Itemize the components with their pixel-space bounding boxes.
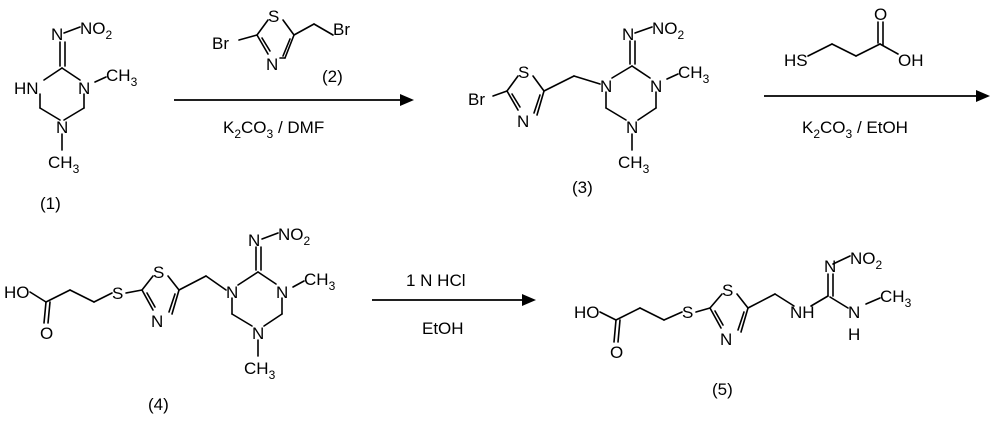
c1-methyl-bottom: CH3 (48, 153, 80, 176)
c4-thiazole-nitrogen: N (151, 312, 163, 331)
compound-3-label: (3) (572, 178, 593, 197)
c3-methyl-bottom: CH3 (618, 153, 650, 176)
c4-nitro-group: NO2 (278, 225, 311, 248)
c3-ring-nitrogen-bottom: N (626, 118, 638, 137)
reagent-hs: HS (784, 51, 808, 70)
c2-bromine-chain: Br (333, 20, 350, 39)
c3-sulfur: S (518, 63, 529, 82)
c5-methyl: CH3 (880, 287, 912, 310)
arrow-3-reagent-above: 1 N HCl (406, 271, 466, 290)
compound-3: S N Br N N N N NO2 CH3 CH3 (3) (468, 19, 710, 197)
c1-ring-nh: HN (14, 79, 39, 98)
c5-thioether-sulfur: S (682, 303, 693, 322)
compound-2-label: (2) (322, 67, 343, 86)
c3-ring-nitrogen-left: N (600, 77, 612, 96)
c5-nitro-group: NO2 (850, 249, 883, 272)
reaction-arrow-2: K2CO3 / EtOH (764, 90, 990, 141)
c3-ring-nitrogen-right: N (650, 77, 662, 96)
c4-ring-nitrogen-right: N (276, 283, 288, 302)
reaction-arrow-1: K2CO3 / DMF (174, 94, 414, 141)
c1-nitro-group: NO2 (80, 19, 113, 42)
c1-nitro-nitrogen: N (51, 25, 63, 44)
c4-ring-nitrogen-left: N (226, 283, 238, 302)
c5-hydroxyl: HO (574, 303, 600, 322)
reaction-arrow-3: 1 N HCl EtOH (372, 271, 536, 338)
c3-nitro-nitrogen: N (622, 25, 634, 44)
c4-ring-nitrogen-bottom: N (252, 324, 264, 343)
c5-thiazole-sulfur: S (722, 281, 733, 300)
arrow-1-reagent: K2CO3 / DMF (223, 118, 324, 141)
c4-thioether-sulfur: S (112, 284, 123, 303)
compound-4: HO O S S N N N N N NO2 CH3 CH3 (4) (4, 225, 336, 414)
compound-2: S N Br Br (2) (212, 7, 350, 86)
c5-nh-right-h: H (848, 325, 860, 344)
c3-thiazole-nitrogen: N (517, 112, 529, 131)
c4-methyl-right: CH3 (304, 270, 336, 293)
arrow-3-reagent-below: EtOH (422, 319, 464, 338)
c4-nitro-nitrogen: N (248, 231, 260, 250)
compound-1-label: (1) (40, 194, 61, 213)
c1-ring-nitrogen-right: N (78, 79, 90, 98)
c5-carbonyl-oxygen: O (610, 343, 623, 362)
c5-nh-left: NH (790, 303, 815, 322)
c1-methyl-right: CH3 (106, 66, 138, 89)
c5-imine-nitrogen: N (824, 257, 836, 276)
c4-hydroxyl: HO (4, 283, 30, 302)
c4-carbonyl-oxygen: O (40, 324, 53, 343)
compound-4-label: (4) (148, 395, 169, 414)
c3-bromine: Br (468, 90, 485, 109)
c5-thiazole-nitrogen: N (720, 330, 732, 349)
reagent-mercaptopropanoic-acid: HS O OH (784, 5, 924, 70)
arrow-2-reagent: K2CO3 / EtOH (802, 118, 908, 141)
c4-thiazole-sulfur: S (153, 263, 164, 282)
compound-5-label: (5) (712, 380, 733, 399)
c1-ring-nitrogen-bottom: N (56, 118, 68, 137)
compound-1: N NO2 N CH3 HN N CH3 (1) (14, 19, 138, 213)
compound-5: HO O S S N NH N NO2 N H CH3 (5) (574, 249, 912, 399)
reagent-carbonyl-oxygen: O (874, 5, 887, 24)
reagent-oh: OH (898, 51, 924, 70)
c5-nh-right-n: N (848, 303, 860, 322)
c3-methyl-right: CH3 (678, 63, 710, 86)
c2-bromine-ring: Br (212, 34, 229, 53)
c2-nitrogen: N (266, 55, 278, 74)
c3-nitro-group: NO2 (652, 19, 685, 42)
c2-sulfur: S (268, 7, 279, 26)
c4-methyl-bottom: CH3 (244, 359, 276, 382)
